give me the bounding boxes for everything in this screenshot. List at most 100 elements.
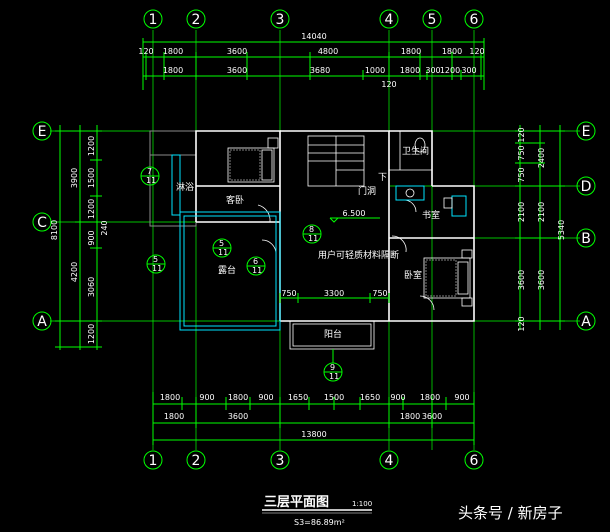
top-dim: 1200 [440, 66, 460, 75]
axis-label: 1 [149, 12, 158, 28]
axis-bubble [270, 9, 290, 29]
axis-bubble [143, 9, 163, 29]
level-label: 6.500 [343, 209, 366, 218]
axis-label: 5 [428, 12, 437, 28]
axis-label: 2 [192, 453, 201, 469]
axis-label: E [38, 124, 47, 140]
drawing-scale: 1:100 [352, 500, 372, 508]
drawing-title: 三层平面图 [264, 495, 329, 510]
axis-label: 3 [276, 12, 285, 28]
room-label-shower: 淋浴 [176, 181, 194, 193]
svg-text:9: 9 [330, 363, 335, 372]
left-dimension-lines [55, 125, 102, 350]
right-dim: 750 [517, 145, 526, 160]
door-hole-label: 门洞 [358, 185, 376, 197]
axis-label: D [581, 179, 592, 195]
room-label-bedroom: 卧室 [404, 269, 422, 281]
svg-text:11: 11 [218, 248, 228, 257]
interior-dimension [279, 293, 390, 303]
axis-bubble [270, 450, 290, 470]
area-label: S3=86.89m² [294, 518, 345, 527]
svg-text:11: 11 [152, 264, 162, 273]
right-dim: 120 [517, 316, 526, 331]
detail-marker: 7 11 [140, 166, 160, 186]
axis-bubble [464, 9, 484, 29]
axis-label: E [582, 124, 591, 140]
drawing-title-block: 三层平面图 1:100 S3=86.89m² [262, 495, 372, 527]
axis-bubble [32, 311, 52, 331]
axis-bubble [576, 311, 596, 331]
axis-bubble [379, 450, 399, 470]
bottom-dim: 1500 [324, 393, 344, 402]
right-dim: 750 [517, 167, 526, 182]
axis-label: 3 [276, 453, 285, 469]
room-label-terrace: 露台 [218, 264, 236, 276]
right-axis-markers: E D B A [576, 121, 596, 331]
axis-bubble [464, 450, 484, 470]
right-dim: 3600 [537, 270, 546, 290]
left-dim: 1500 [87, 168, 96, 188]
room-label-balcony: 阳台 [324, 328, 342, 340]
left-dim: 3900 [70, 168, 79, 188]
axis-bubble [186, 9, 206, 29]
right-dim: 2100 [537, 202, 546, 222]
left-dim: 4200 [70, 262, 79, 282]
bottom-dim: 1800 [164, 412, 184, 421]
left-dim: 1200 [87, 199, 96, 219]
svg-text:5: 5 [153, 255, 158, 264]
axis-label: 6 [470, 12, 479, 28]
bottom-overall-dim: 13800 [301, 430, 326, 439]
detail-marker: 6 11 [246, 256, 266, 276]
top-dim: 3680 [310, 66, 330, 75]
bottom-dim: 1650 [288, 393, 308, 402]
top-axis-markers: 1 2 3 4 5 6 [143, 9, 484, 29]
bed-main [423, 249, 473, 307]
bottom-dimension-lines [152, 392, 475, 445]
top-dim: 1800 [163, 66, 183, 75]
svg-text:11: 11 [329, 372, 339, 381]
svg-text:11: 11 [308, 234, 318, 243]
left-overall-dim: 8100 [50, 220, 59, 240]
axis-label: A [37, 314, 47, 330]
axis-bubble [186, 450, 206, 470]
axis-bubble [32, 212, 52, 232]
svg-text:8: 8 [309, 225, 314, 234]
axis-label: 4 [385, 12, 394, 28]
top-dimension-lines [142, 38, 485, 90]
left-axis-markers: E C A [32, 121, 52, 331]
axis-bubble [422, 9, 442, 29]
stair-down-label: 下 [378, 173, 387, 183]
interior-dim: 750 [372, 289, 387, 298]
terrace-outline [171, 154, 281, 331]
bottom-dim: 900 [199, 393, 214, 402]
right-overall-dim: 5340 [557, 220, 566, 240]
interior-dim: 3300 [324, 289, 344, 298]
detail-marker: 5 11 [146, 254, 166, 274]
right-dim: 2400 [537, 148, 546, 168]
left-dim: 1200 [87, 136, 96, 156]
room-label-study: 书室 [422, 209, 440, 221]
right-dim: 3600 [517, 270, 526, 290]
left-dim: 3060 [87, 277, 96, 297]
top-dim: 3600 [227, 47, 247, 56]
top-dim: 4800 [318, 47, 338, 56]
svg-text:7: 7 [147, 167, 152, 176]
right-dim: 2100 [517, 202, 526, 222]
level-marker [329, 217, 380, 223]
axis-label: 6 [470, 453, 479, 469]
top-dim: 1000 [365, 66, 385, 75]
top-dim: 120 [469, 47, 484, 56]
axis-bubble [32, 121, 52, 141]
bottom-dim: 1650 [360, 393, 380, 402]
axis-label: B [581, 231, 591, 247]
partition-note: 用户可轻质材料隔断 [318, 249, 399, 261]
bottom-dim: 900 [454, 393, 469, 402]
bottom-dim: 1800 [228, 393, 248, 402]
axis-bubble [576, 121, 596, 141]
top-dim: 300 [425, 66, 440, 75]
top-dim-note: 120 [381, 80, 396, 89]
axis-label: 2 [192, 12, 201, 28]
axis-label: 4 [385, 453, 394, 469]
axis-bubble [143, 450, 163, 470]
